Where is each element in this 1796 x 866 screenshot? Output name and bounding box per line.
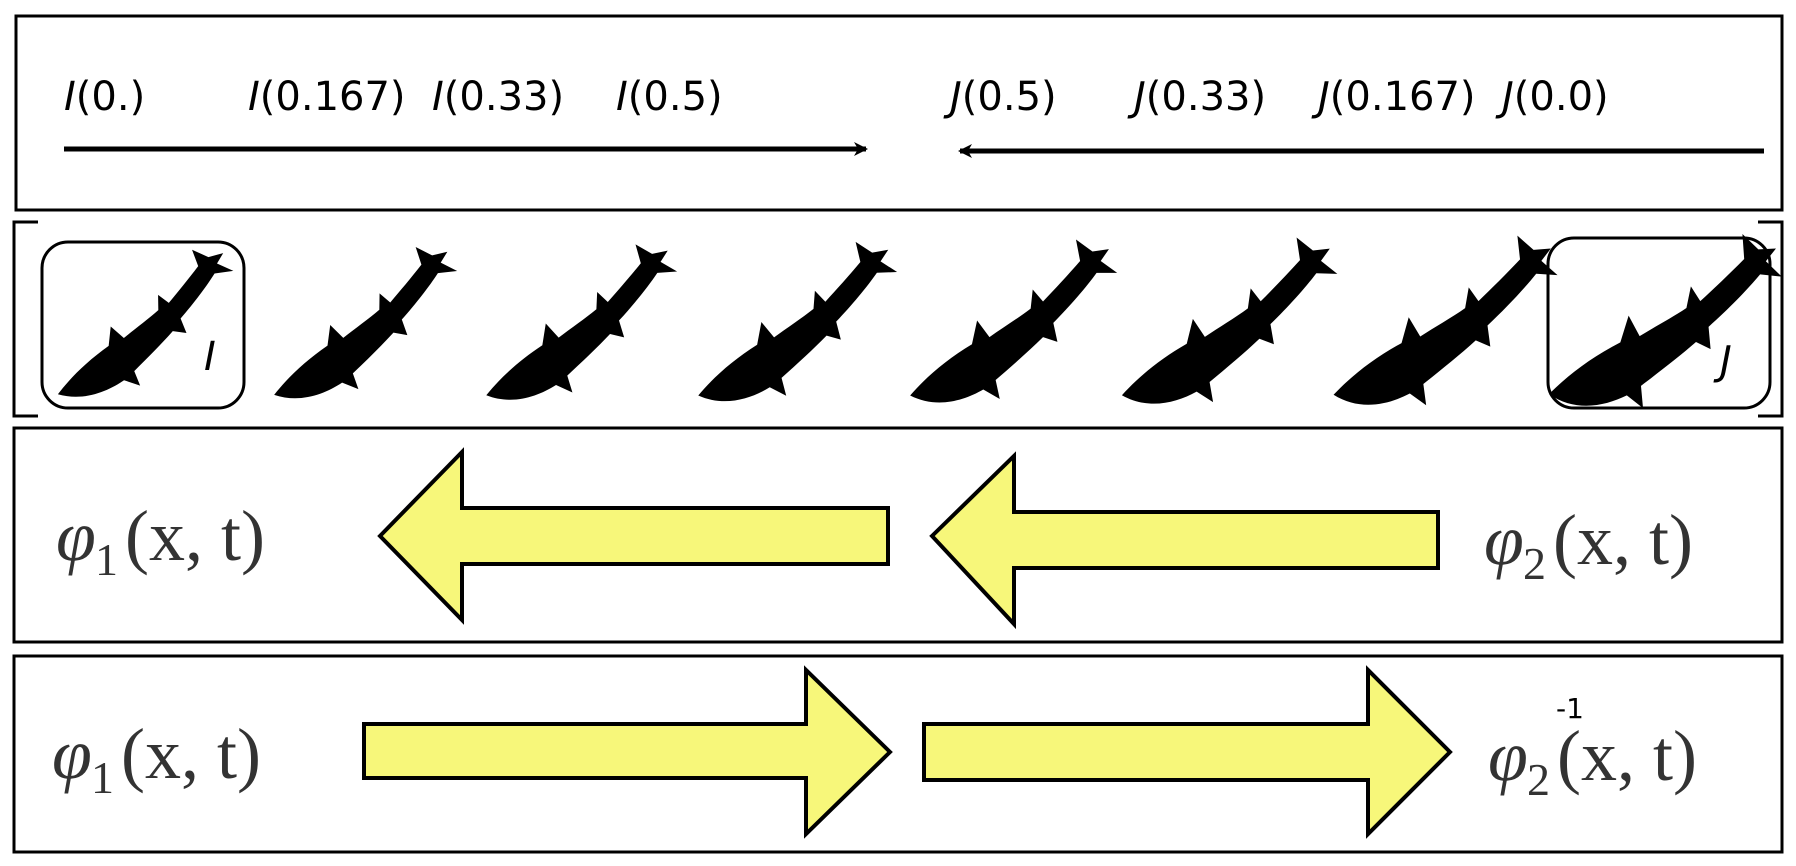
fish-frames: [40, 215, 1786, 426]
svg-text:(x, t): (x, t): [1557, 716, 1697, 796]
fish-frame: [1548, 215, 1786, 426]
svg-text:φ: φ: [56, 496, 96, 576]
forward-time-label: I(0.5): [616, 74, 723, 120]
fish-frame: [40, 244, 248, 400]
backward-time-label: J(0.33): [1127, 74, 1266, 120]
forward-time-label: I(0.167): [248, 74, 406, 120]
forward-arrow-left: [362, 665, 893, 839]
backward-arrow-right: [929, 451, 1440, 630]
source-frame-label: I: [204, 334, 216, 380]
right-bracket: [1758, 220, 1784, 418]
timeline-panel: I(0.) I(0.167) I(0.33) I(0.5) J(0.5) J(0.33)…: [14, 14, 1784, 212]
svg-text:(x, t): (x, t): [1553, 500, 1693, 580]
source-frame-box: [40, 240, 246, 410]
forward-time-label: I(0.): [64, 74, 145, 120]
phi2-inverse-expression: φ 2 -1 (x, t): [1488, 692, 1697, 805]
forward-time-label: I(0.33): [432, 74, 564, 120]
target-frame-label: J: [1713, 338, 1732, 384]
backward-time-label: J(0.5): [943, 74, 1057, 120]
fish-sequence-panel: I J: [12, 215, 1786, 426]
fish-frame: [910, 239, 1118, 403]
fish-frame: [1333, 223, 1561, 418]
backward-flow-panel: φ 1 (x, t) φ 2 (x, t): [12, 426, 1784, 644]
backward-time-label: J(0.0): [1495, 74, 1609, 120]
target-frame-box: [1546, 236, 1772, 410]
phi1-backward-expression: φ 1 (x, t): [56, 496, 265, 585]
svg-text:(x, t): (x, t): [125, 496, 265, 576]
left-bracket: [12, 220, 38, 418]
forward-arrow-right: [922, 665, 1453, 839]
forward-flow-panel: φ 1 (x, t) φ 2 -1 (x, t): [12, 654, 1784, 854]
svg-text:2: 2: [1527, 754, 1550, 805]
svg-text:2: 2: [1523, 538, 1546, 589]
fish-frame: [260, 242, 469, 401]
forward-label-group: I(0.) I(0.167) I(0.33) I(0.5): [64, 74, 723, 120]
inverse-superscript: -1: [1556, 692, 1584, 725]
svg-text:1: 1: [95, 534, 118, 585]
svg-text:1: 1: [91, 752, 114, 803]
phi1-forward-expression: φ 1 (x, t): [52, 714, 261, 803]
svg-text:φ: φ: [52, 714, 92, 794]
fish-frame: [476, 241, 686, 402]
svg-text:φ: φ: [1484, 500, 1524, 580]
phi2-backward-expression: φ 2 (x, t): [1484, 500, 1693, 589]
fish-frame: [1121, 231, 1339, 410]
backward-arrow-left: [377, 447, 890, 625]
fish-frame: [693, 240, 902, 403]
backward-time-label: J(0.167): [1311, 74, 1476, 120]
svg-text:(x, t): (x, t): [121, 714, 261, 794]
svg-text:φ: φ: [1488, 716, 1528, 796]
